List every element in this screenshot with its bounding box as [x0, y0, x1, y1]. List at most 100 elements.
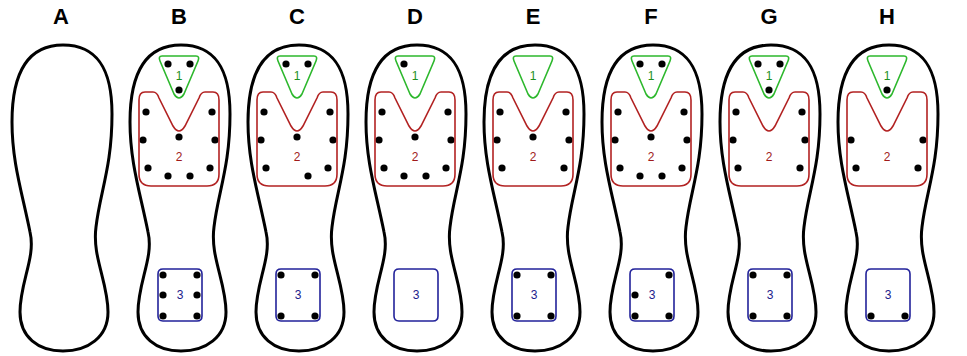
cleat-dot	[529, 133, 536, 140]
cleat-zone: 3	[273, 266, 323, 324]
sole-outline	[480, 42, 586, 354]
zone-number: 3	[391, 288, 441, 302]
cleat-dot	[380, 164, 387, 171]
zone-outline	[609, 88, 693, 188]
zone-number: 2	[491, 150, 575, 164]
zone-number: 3	[627, 288, 677, 302]
cleat-dot	[611, 136, 618, 143]
sole-letter: H	[824, 4, 950, 30]
zone-number: 2	[609, 150, 693, 164]
zone-outline-path	[729, 92, 809, 186]
cleat-zone: 3	[509, 266, 559, 324]
zone-outline	[845, 88, 929, 188]
cleat-zone: 2	[491, 88, 575, 188]
cleat-dot	[547, 312, 554, 319]
sole-letter: C	[234, 4, 360, 30]
cleat-dot	[749, 312, 756, 319]
shoe-sole: D123	[362, 42, 468, 354]
cleat-dot	[277, 271, 284, 278]
zone-outline-path	[847, 92, 927, 186]
cleat-dot	[277, 312, 284, 319]
cleat-dot	[293, 133, 300, 140]
zone-outline-path	[257, 92, 337, 186]
cleat-dot	[186, 60, 193, 67]
cleat-dot	[796, 164, 803, 171]
shoe-sole: H123	[834, 42, 940, 354]
cleat-dot	[914, 164, 921, 171]
cleat-dot	[547, 271, 554, 278]
cleat-dot	[636, 60, 643, 67]
cleat-dot	[565, 136, 572, 143]
cleat-dot	[260, 108, 267, 115]
sole-letter: A	[0, 4, 124, 30]
cleat-dot	[422, 172, 429, 179]
cleat-dot	[919, 136, 926, 143]
cleat-dot	[883, 86, 890, 93]
cleat-dot	[206, 164, 213, 171]
sole-outline-path	[838, 45, 938, 351]
cleat-dot	[193, 312, 200, 319]
cleat-dot	[304, 60, 311, 67]
zone-number: 2	[845, 150, 929, 164]
sole-outline-path	[12, 45, 112, 351]
cleat-dot	[257, 136, 264, 143]
zone-number: 2	[255, 150, 339, 164]
zone-number: 3	[863, 288, 913, 302]
cleat-zone: 1	[393, 52, 437, 106]
zone-number: 2	[727, 150, 811, 164]
cleat-zone: 3	[155, 266, 205, 324]
sole-outline	[716, 42, 822, 354]
sole-outline-path	[130, 45, 230, 351]
zone-outline	[255, 88, 339, 188]
cleat-dot	[175, 133, 182, 140]
cleat-dot	[193, 271, 200, 278]
cleat-dot	[801, 136, 808, 143]
cleat-dot	[159, 271, 166, 278]
cleat-zone: 3	[863, 266, 913, 324]
cleat-dot	[411, 133, 418, 140]
cleat-dot	[798, 108, 805, 115]
cleat-zone: 2	[727, 88, 811, 188]
cleat-dot	[262, 164, 269, 171]
cleat-dot	[680, 108, 687, 115]
cleat-dot	[658, 60, 665, 67]
zone-number: 1	[629, 69, 673, 83]
sole-letter: F	[588, 4, 714, 30]
sole-outline	[244, 42, 350, 354]
sole-outline-path	[720, 45, 820, 351]
cleat-dot	[776, 60, 783, 67]
cleat-dot	[749, 271, 756, 278]
zone-number: 1	[511, 69, 555, 83]
cleat-zone: 1	[747, 52, 791, 106]
zone-number: 1	[275, 69, 319, 83]
cleat-dot	[493, 136, 500, 143]
sole-outline-path	[248, 45, 348, 351]
cleat-zone: 2	[373, 88, 457, 188]
cleat-dot	[400, 60, 407, 67]
cleat-dot	[139, 136, 146, 143]
cleat-zone: 1	[275, 52, 319, 106]
shoe-sole: F123	[598, 42, 704, 354]
cleat-dot	[444, 108, 451, 115]
shoe-sole: C123	[244, 42, 350, 354]
shoe-sole: G123	[716, 42, 822, 354]
cleat-zone: 3	[627, 266, 677, 324]
cleat-dot	[159, 312, 166, 319]
cleat-dot	[326, 108, 333, 115]
cleat-dot	[175, 86, 182, 93]
cleat-dot	[647, 133, 654, 140]
cleat-zone: 2	[137, 88, 221, 188]
sole-letter: D	[352, 4, 478, 30]
cleat-dot	[144, 164, 151, 171]
zone-number: 2	[373, 150, 457, 164]
cleat-dot	[754, 60, 761, 67]
cleat-dot	[867, 312, 874, 319]
cleat-dot	[783, 312, 790, 319]
cleat-dot	[614, 108, 621, 115]
cleat-dot	[282, 60, 289, 67]
cleat-zone: 1	[157, 52, 201, 106]
zone-number: 2	[137, 150, 221, 164]
cleat-dot	[631, 312, 638, 319]
cleat-zone: 1	[511, 52, 555, 106]
cleat-dot	[852, 164, 859, 171]
